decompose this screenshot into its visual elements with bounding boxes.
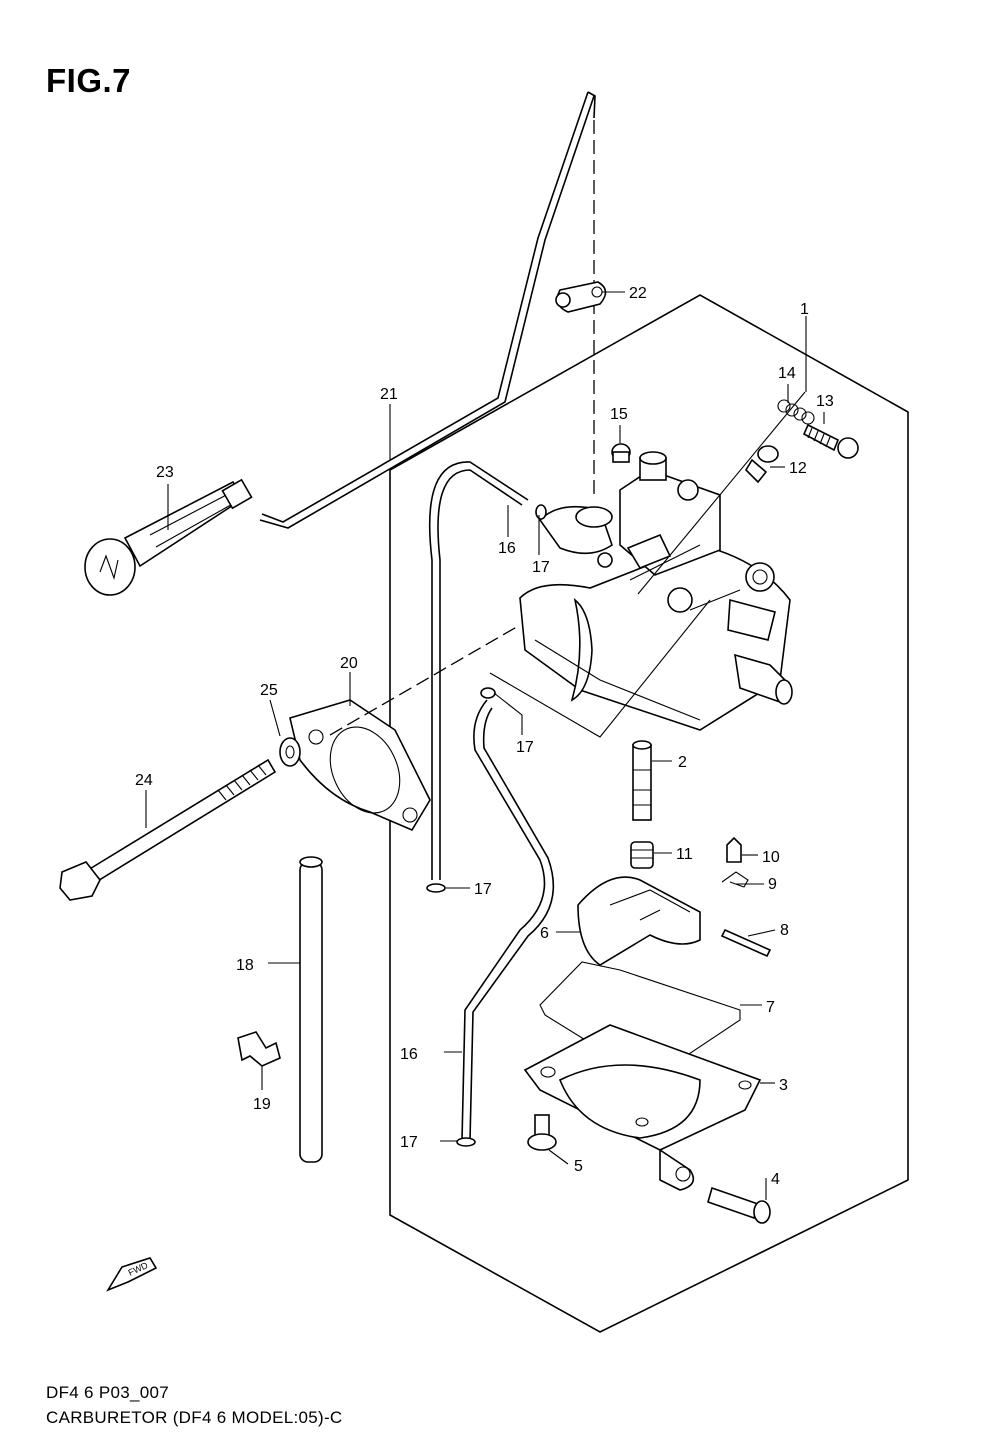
callout-6: 6 [540,925,549,942]
carburetor-body [519,451,793,731]
callout-labels: 1 2 3 4 5 6 7 8 9 10 11 12 13 14 15 16 1… [135,285,834,1188]
fuel-hose-upper-inner [437,469,523,880]
callout-3: 3 [779,1077,788,1094]
callout-17-upper: 17 [532,559,550,576]
fuel-hose-upper [428,461,529,880]
float [577,876,701,966]
callout-23: 23 [156,464,174,481]
diagram-caption: CARBURETOR (DF4 6 MODEL:05)-C [46,1408,343,1427]
needle-valve [726,836,742,863]
callout-1: 1 [800,301,809,318]
washer [279,737,301,767]
callout-7: 7 [766,999,775,1016]
hose-clamps [426,504,547,1147]
callout-25: 25 [260,682,278,699]
callout-20: 20 [340,655,358,672]
center-line-bolt [329,624,521,736]
carb-outline [489,391,806,738]
intake-gasket [289,699,431,832]
callout-11: 11 [676,846,693,863]
callout-15: 15 [610,406,628,423]
callout-12: 12 [789,460,807,477]
pilot-screw [744,445,779,484]
callout-8: 8 [780,922,789,939]
float-pin [720,928,772,958]
float-bowl [523,1024,762,1191]
fwd-arrow-icon: FWD [106,1257,158,1292]
callout-17-bottom: 17 [400,1134,418,1151]
callout-16-upper: 16 [498,540,516,557]
callout-24: 24 [135,772,153,789]
needle-clip [721,871,749,888]
callout-5: 5 [574,1158,583,1175]
callout-18: 18 [236,957,254,974]
callout-22: 22 [629,285,647,302]
callout-9: 9 [768,876,777,893]
figure-title: FIG.7 [46,62,132,99]
cap-15 [611,443,631,463]
callout-10: 10 [762,849,780,866]
float-bowl-gasket [539,961,741,1081]
fuel-hose-lower-inner [469,707,555,1141]
fuel-hose-lower [461,699,546,1141]
wire-clamp [555,281,607,313]
vent-tube [299,856,323,1163]
callout-4: 4 [771,1171,780,1188]
bowl-screw [527,1114,557,1151]
leader-lines [145,291,825,1200]
hose-clip [237,1031,281,1067]
long-bolt [59,758,277,901]
diagram-code: DF4 6 P03_007 [46,1383,169,1402]
choke-wire [259,91,596,529]
callout-17-middle: 17 [516,739,534,756]
callout-16-lower: 16 [400,1046,418,1063]
idle-screw [802,423,859,459]
callout-19: 19 [253,1096,271,1113]
drain-screw [707,1186,771,1224]
main-nozzle [632,740,652,821]
choke-knob [84,478,253,596]
callout-2: 2 [678,754,687,771]
callout-13: 13 [816,393,834,410]
callout-17-lower: 17 [474,881,492,898]
main-jet [630,841,654,869]
callout-14: 14 [778,365,796,382]
idle-spring [777,399,815,425]
assembly-boundary [389,294,909,1333]
callout-21: 21 [380,386,398,403]
